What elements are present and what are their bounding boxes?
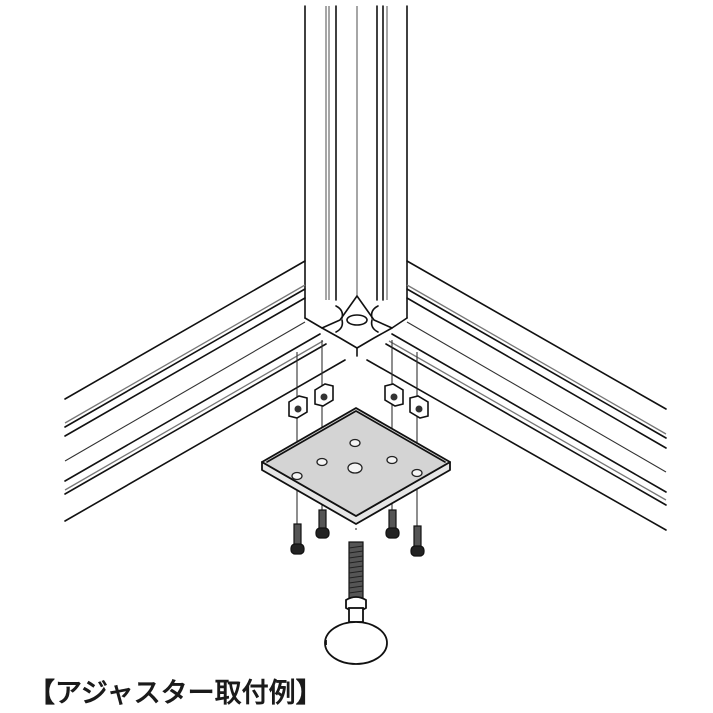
t-nut-3 [384, 383, 404, 407]
bolts [290, 509, 425, 557]
bolt-1 [290, 523, 305, 555]
vertical-extrusion [304, 5, 408, 357]
right-horizontal-extrusion [366, 260, 667, 531]
plate-holes [291, 438, 423, 481]
bolt-2 [315, 509, 330, 539]
bolt-3 [385, 509, 400, 539]
adjuster-foot [324, 541, 388, 665]
t-nuts [288, 383, 429, 419]
bolt-4 [410, 525, 425, 557]
t-nut-2 [314, 383, 334, 407]
base-plate [261, 407, 451, 525]
t-nut-4 [409, 395, 429, 419]
t-nut-1 [288, 395, 308, 419]
figure-caption: 【アジャスター取付例】 [28, 678, 323, 709]
left-horizontal-extrusion [64, 260, 346, 522]
